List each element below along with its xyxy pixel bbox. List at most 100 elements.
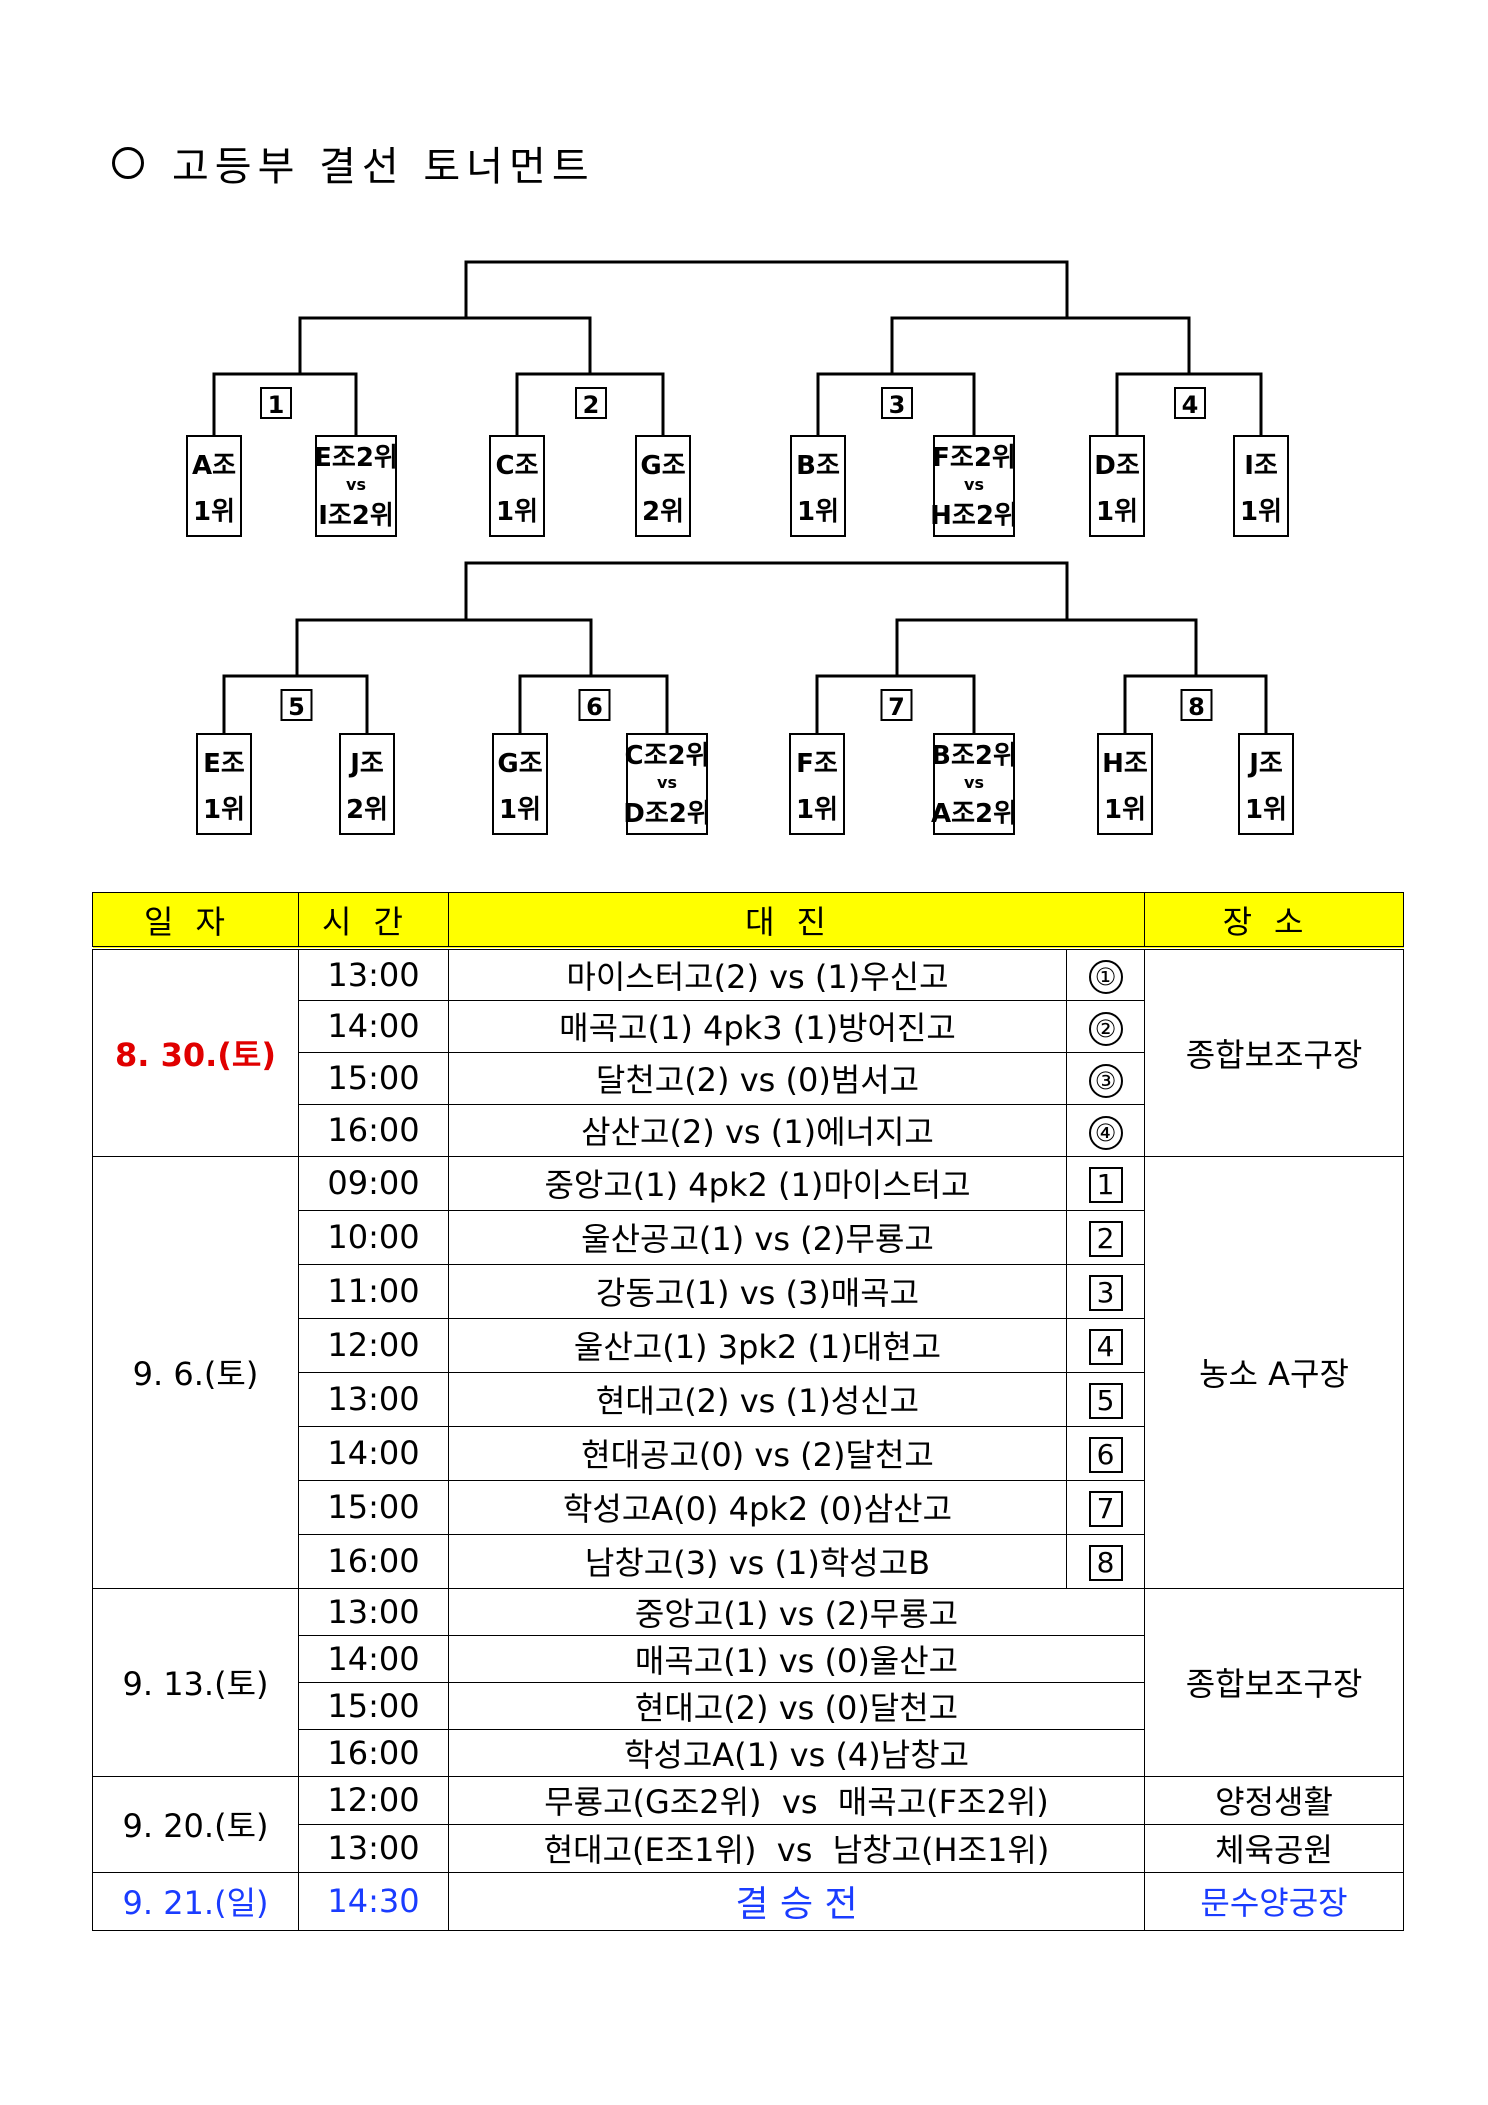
match-number-box: 3: [1088, 1274, 1123, 1311]
match-number-cell: 5: [1065, 1371, 1146, 1427]
table-row: 9. 6.(토) 09:00 중앙고(1) 4pk2 (1)마이스터고 1 농소…: [92, 1155, 1405, 1589]
time-cell: 16:00: [298, 1103, 449, 1157]
bracket-line: [222, 674, 369, 734]
table-row: 10:00 울산공고(1) vs (2)무룡고 2: [93, 1209, 1404, 1265]
team-slot-line1: I조: [1244, 451, 1278, 481]
team-slot-line1: J조: [1247, 749, 1283, 779]
team-slot-box: [315, 435, 397, 537]
team-slot-box: [1238, 733, 1294, 835]
time-cell: 13:00: [298, 947, 449, 1001]
match-number-cell: 6: [1065, 1425, 1146, 1481]
time-cell: 11:00: [298, 1263, 449, 1319]
schedule-table: 일자 시간 대진 장소 8. 30.(토) 13:00 마이스터고(2) vs …: [92, 892, 1405, 1931]
time-cell: 15:00: [298, 1479, 449, 1535]
time-cell: 09:00: [298, 1155, 449, 1211]
team-slot-line1: G조: [497, 749, 542, 779]
match-number-label: 5: [288, 693, 305, 721]
match-number-label: 7: [888, 693, 905, 721]
match-cell: 무룡고(G조2위) vs 매곡고(F조2위): [447, 1775, 1146, 1825]
team-slot-line1: J조: [348, 749, 384, 779]
match-cell: 중앙고(1) 4pk2 (1)마이스터고: [448, 1155, 1067, 1211]
team-slot-line2: I조2위: [318, 501, 394, 531]
time-cell: 16:00: [298, 1533, 449, 1589]
team-slot-line2: 1위: [193, 497, 235, 527]
venue-cell: 종합보조구장: [1144, 1587, 1405, 1777]
bracket-line: [518, 674, 669, 734]
team-slot-line2: 2위: [346, 795, 388, 825]
match-number-cell: ①: [1065, 947, 1146, 1001]
match-number-label: 3: [889, 391, 906, 419]
bracket-line: [212, 372, 358, 436]
header-venue: 장소: [1144, 892, 1405, 950]
table-row: 14:00 매곡고(1) vs (0)울산고: [93, 1634, 1404, 1683]
table-row: 13:00 현대고(2) vs (1)성신고 5: [93, 1371, 1404, 1427]
team-slot-line1: B조2위: [931, 741, 1017, 771]
table-row: 14:00 현대공고(0) vs (2)달천고 6: [93, 1425, 1404, 1481]
time-cell: 10:00: [298, 1209, 449, 1265]
match-cell: 매곡고(1) vs (0)울산고: [447, 1634, 1146, 1683]
bracket-line: [464, 260, 1069, 318]
match-cell: 마이스터고(2) vs (1)우신고: [448, 947, 1067, 1001]
time-cell: 12:00: [298, 1775, 449, 1825]
time-cell: 16:00: [298, 1728, 449, 1777]
time-cell: 13:00: [298, 1823, 449, 1873]
team-slot-vs: vs: [964, 773, 984, 792]
team-slot-line2: H조2위: [930, 501, 1018, 531]
team-slot-line2: 2위: [642, 497, 684, 527]
match-number-box: 7: [1088, 1490, 1123, 1527]
bracket-line: [816, 372, 976, 436]
team-slot-line1: C조: [495, 451, 538, 481]
time-cell: 13:00: [298, 1587, 449, 1636]
date-cell: 8. 30.(토): [92, 947, 299, 1157]
bracket-line: [464, 561, 1069, 620]
bracket-line: [1115, 372, 1263, 436]
team-slot-line2: A조2위: [931, 799, 1017, 829]
match-number-cell: 8: [1065, 1533, 1146, 1589]
page-title-text: 고등부 결선 토너먼트: [172, 144, 595, 190]
header-date: 일자: [92, 892, 299, 950]
team-slot-vs: vs: [657, 773, 677, 792]
team-slot-box: [789, 733, 845, 835]
match-number-label: 6: [586, 693, 603, 721]
team-slot-line1: C조2위: [624, 741, 709, 771]
match-number-box: [1180, 689, 1213, 721]
bracket-line: [295, 618, 593, 676]
team-slot-box: [492, 733, 548, 835]
match-cell: 중앙고(1) vs (2)무룡고: [447, 1587, 1146, 1636]
bracket-line: [298, 316, 592, 374]
match-number-box: [280, 689, 313, 721]
time-cell: 12:00: [298, 1317, 449, 1373]
bracket-line: [1123, 674, 1268, 734]
match-cell: 달천고(2) vs (0)범서고: [448, 1051, 1067, 1105]
team-slot-vs: vs: [964, 475, 984, 494]
bracket-line: [895, 618, 1198, 676]
team-slot-box: [933, 733, 1015, 835]
team-slot-box: [1097, 733, 1153, 835]
team-slot-line2: 1위: [1104, 795, 1146, 825]
team-slot-line2: 1위: [499, 795, 541, 825]
match-number-label: 8: [1188, 693, 1205, 721]
table-row: 15:00 달천고(2) vs (0)범서고 ③: [93, 1051, 1404, 1105]
table-row: 16:00 학성고A(1) vs (4)남창고: [93, 1728, 1404, 1777]
team-slot-line2: 1위: [1240, 497, 1282, 527]
team-slot-line1: E조: [203, 749, 245, 779]
match-cell: 삼산고(2) vs (1)에너지고: [448, 1103, 1067, 1157]
venue-cell: 종합보조구장: [1144, 947, 1405, 1157]
date-cell: 9. 13.(토): [92, 1587, 299, 1777]
team-slot-line2: 1위: [797, 497, 839, 527]
match-number-cell: ②: [1065, 999, 1146, 1053]
team-slot-box: [489, 435, 545, 537]
team-slot-line1: E조2위: [314, 443, 398, 473]
match-number-box: [260, 387, 292, 419]
team-slot-box: [635, 435, 691, 537]
venue-cell: 체육공원: [1144, 1824, 1405, 1873]
match-cell: 현대고(E조1위) vs 남창고(H조1위): [447, 1823, 1146, 1873]
match-number-circle: ①: [1088, 960, 1123, 995]
team-slot-box: [1089, 435, 1145, 537]
date-cell: 9. 6.(토): [92, 1155, 299, 1589]
team-slot-line1: F조: [796, 749, 838, 779]
table-row: 11:00 강동고(1) vs (3)매곡고 3: [93, 1263, 1404, 1319]
table-row: 15:00 학성고A(0) 4pk2 (0)삼산고 7: [93, 1479, 1404, 1535]
match-cell: 매곡고(1) 4pk3 (1)방어진고: [448, 999, 1067, 1053]
bracket-line: [515, 372, 665, 436]
